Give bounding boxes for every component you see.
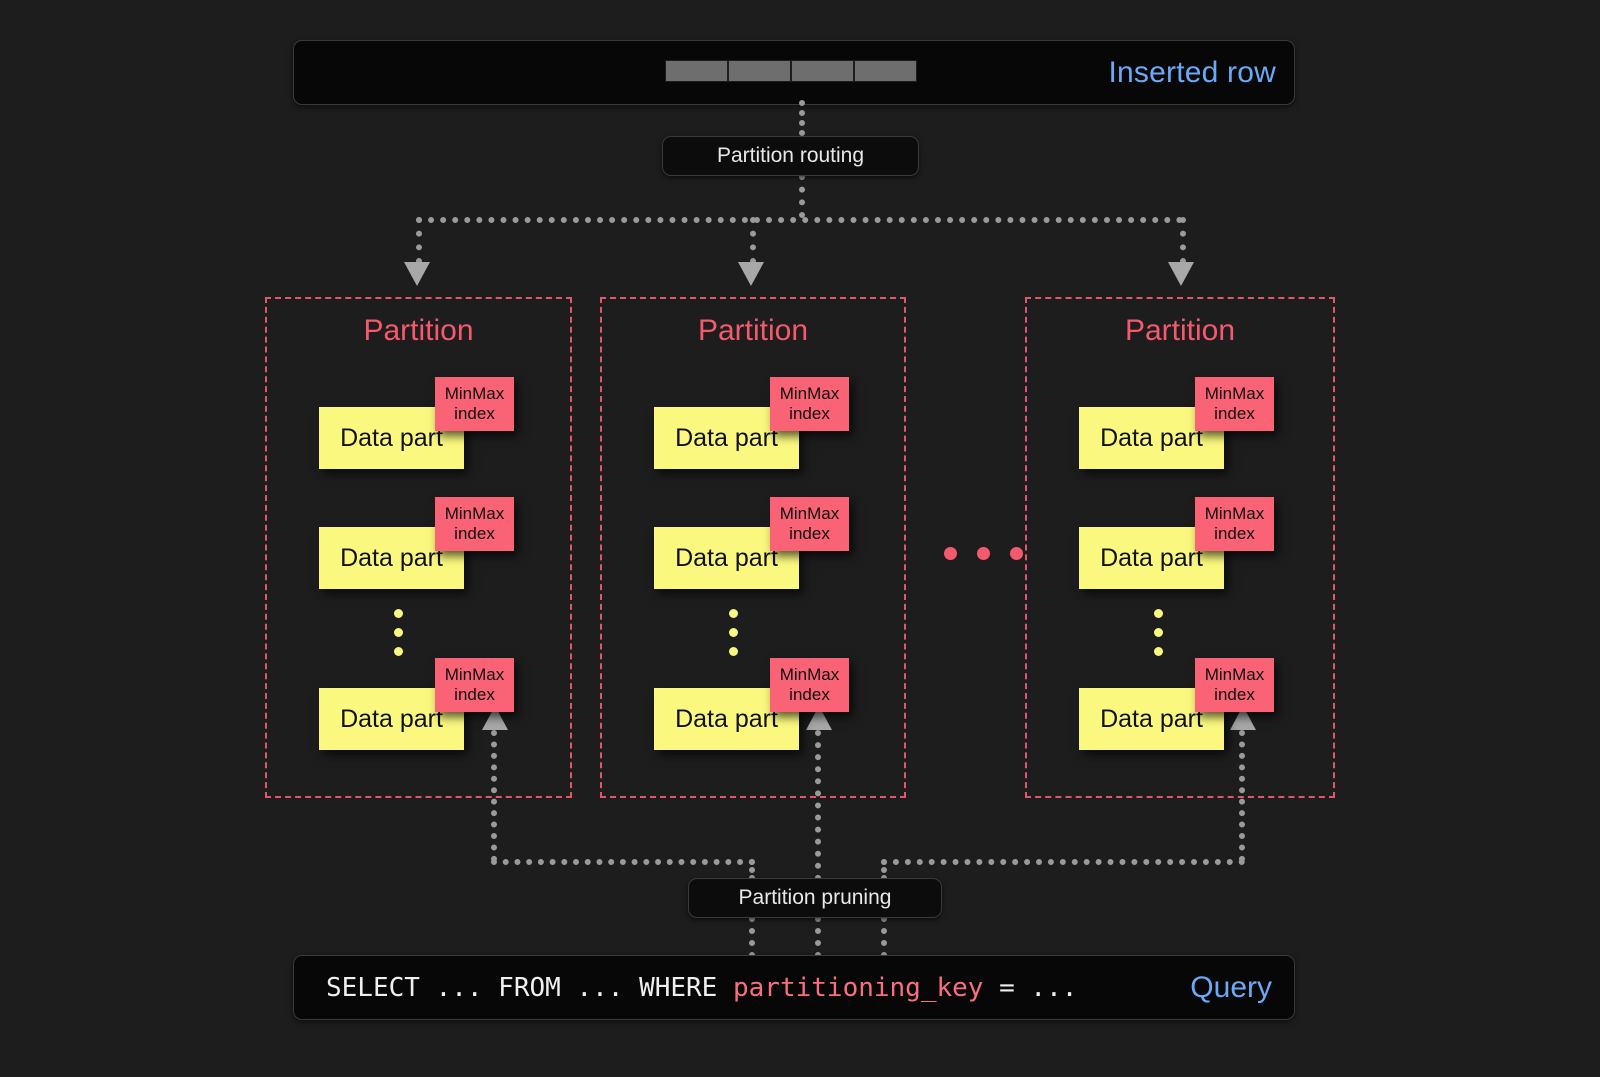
partition-title: Partition [697, 314, 809, 347]
minmax-line-2: index [454, 404, 495, 423]
minmax-index-box: MinMax index [770, 497, 849, 551]
ellipsis-dot [394, 609, 403, 618]
connector-routing-to-partition-1 [416, 217, 422, 264]
minmax-index-label: MinMax index [1205, 384, 1265, 423]
data-part-box: Data part [654, 527, 799, 589]
minmax-index-box: MinMax index [1195, 377, 1274, 431]
minmax-line-2: index [1214, 685, 1255, 704]
query-prefix: SELECT ... FROM ... WHERE [326, 972, 733, 1003]
minmax-line-1: MinMax [779, 504, 840, 524]
connector-partition-1-down [491, 730, 497, 862]
partition-pruning-box: Partition pruning [688, 878, 942, 918]
query-bar: SELECT ... FROM ... WHERE partitioning_k… [293, 955, 1295, 1020]
connector-partition-3-down [1239, 730, 1245, 862]
minmax-index-label: MinMax index [1205, 665, 1265, 704]
minmax-index-label: MinMax index [445, 384, 505, 423]
minmax-line-1: MinMax [444, 384, 505, 404]
arrow-down-partition-1 [404, 262, 430, 286]
partitions-ellipsis-dots [944, 547, 1023, 560]
minmax-line-1: MinMax [779, 665, 840, 685]
partition-title: Partition [1124, 314, 1236, 347]
ellipsis-dot [729, 628, 738, 637]
ellipsis-dot [729, 647, 738, 656]
connector-routing-down [799, 174, 805, 218]
ellipsis-dot [1010, 547, 1023, 560]
minmax-index-box: MinMax index [770, 377, 849, 431]
inserted-row-bar: Inserted row [293, 40, 1295, 105]
connector-pruning-in-3 [881, 859, 887, 881]
data-part-box: Data part [1079, 688, 1224, 750]
minmax-line-2: index [1214, 404, 1255, 423]
connector-insert-to-routing [799, 100, 805, 136]
minmax-line-2: index [454, 524, 495, 543]
partition-routing-box: Partition routing [662, 136, 919, 176]
partition-routing-label: Partition routing [716, 144, 865, 167]
ellipsis-dot [1154, 647, 1163, 656]
row-cell [665, 60, 728, 82]
connector-pruning-in-1 [749, 859, 755, 881]
inserted-row-cells [665, 60, 917, 82]
partition-title: Partition [363, 314, 474, 347]
partition-pruning-label: Partition pruning [738, 886, 892, 909]
data-part-box: Data part [319, 527, 464, 589]
connector-partition-2-to-pruning [815, 730, 821, 881]
minmax-index-label: MinMax index [780, 665, 840, 704]
minmax-line-2: index [789, 404, 830, 423]
partition-box-1: Partition MinMax index Data part MinMax … [265, 297, 572, 798]
connector-partition-3-to-pruning [881, 859, 1245, 865]
minmax-index-box: MinMax index [435, 658, 514, 712]
minmax-line-2: index [454, 685, 495, 704]
minmax-index-box: MinMax index [1195, 497, 1274, 551]
minmax-index-box: MinMax index [435, 497, 514, 551]
minmax-index-label: MinMax index [780, 384, 840, 423]
connector-pruning-to-query-1 [749, 916, 755, 958]
minmax-index-label: MinMax index [780, 504, 840, 543]
connector-pruning-to-query-3 [881, 916, 887, 958]
ellipsis-dot [729, 609, 738, 618]
connector-pruning-to-query-2 [815, 916, 821, 958]
ellipsis-dot [944, 547, 957, 560]
minmax-line-1: MinMax [444, 504, 505, 524]
minmax-line-2: index [1214, 524, 1255, 543]
connector-routing-to-partition-3 [1180, 217, 1186, 264]
minmax-index-label: MinMax index [1205, 504, 1265, 543]
arrow-down-partition-2 [738, 262, 764, 286]
arrow-down-partition-3 [1168, 262, 1194, 286]
row-cell [854, 60, 917, 82]
vertical-ellipsis-dots [729, 609, 739, 656]
row-cell [728, 60, 791, 82]
ellipsis-dot [977, 547, 990, 560]
minmax-index-box: MinMax index [435, 377, 514, 431]
minmax-line-2: index [789, 685, 830, 704]
ellipsis-dot [1154, 628, 1163, 637]
inserted-row-label: Inserted row [1108, 55, 1276, 89]
query-label: Query [1190, 970, 1272, 1004]
minmax-line-1: MinMax [1204, 665, 1265, 685]
query-suffix: = ... [983, 972, 1078, 1003]
routing-fanout-bus [416, 217, 1183, 223]
ellipsis-dot [394, 647, 403, 656]
minmax-index-box: MinMax index [770, 658, 849, 712]
query-text: SELECT ... FROM ... WHERE partitioning_k… [326, 973, 1077, 1003]
connector-partition-1-to-pruning [491, 859, 755, 865]
partition-box-3: Partition MinMax index Data part MinMax … [1025, 297, 1335, 798]
query-partitioning-key: partitioning_key [733, 972, 984, 1003]
minmax-line-1: MinMax [1204, 384, 1265, 404]
row-cell [791, 60, 854, 82]
minmax-line-1: MinMax [779, 384, 840, 404]
minmax-line-2: index [789, 524, 830, 543]
minmax-line-1: MinMax [1204, 504, 1265, 524]
vertical-ellipsis-dots [1154, 609, 1164, 656]
ellipsis-dot [1154, 609, 1163, 618]
minmax-index-label: MinMax index [445, 665, 505, 704]
ellipsis-dot [394, 628, 403, 637]
vertical-ellipsis-dots [394, 609, 404, 656]
minmax-index-label: MinMax index [445, 504, 505, 543]
connector-routing-to-partition-2 [750, 217, 756, 264]
partition-box-2: Partition MinMax index Data part MinMax … [600, 297, 906, 798]
minmax-index-box: MinMax index [1195, 658, 1274, 712]
minmax-line-1: MinMax [444, 665, 505, 685]
